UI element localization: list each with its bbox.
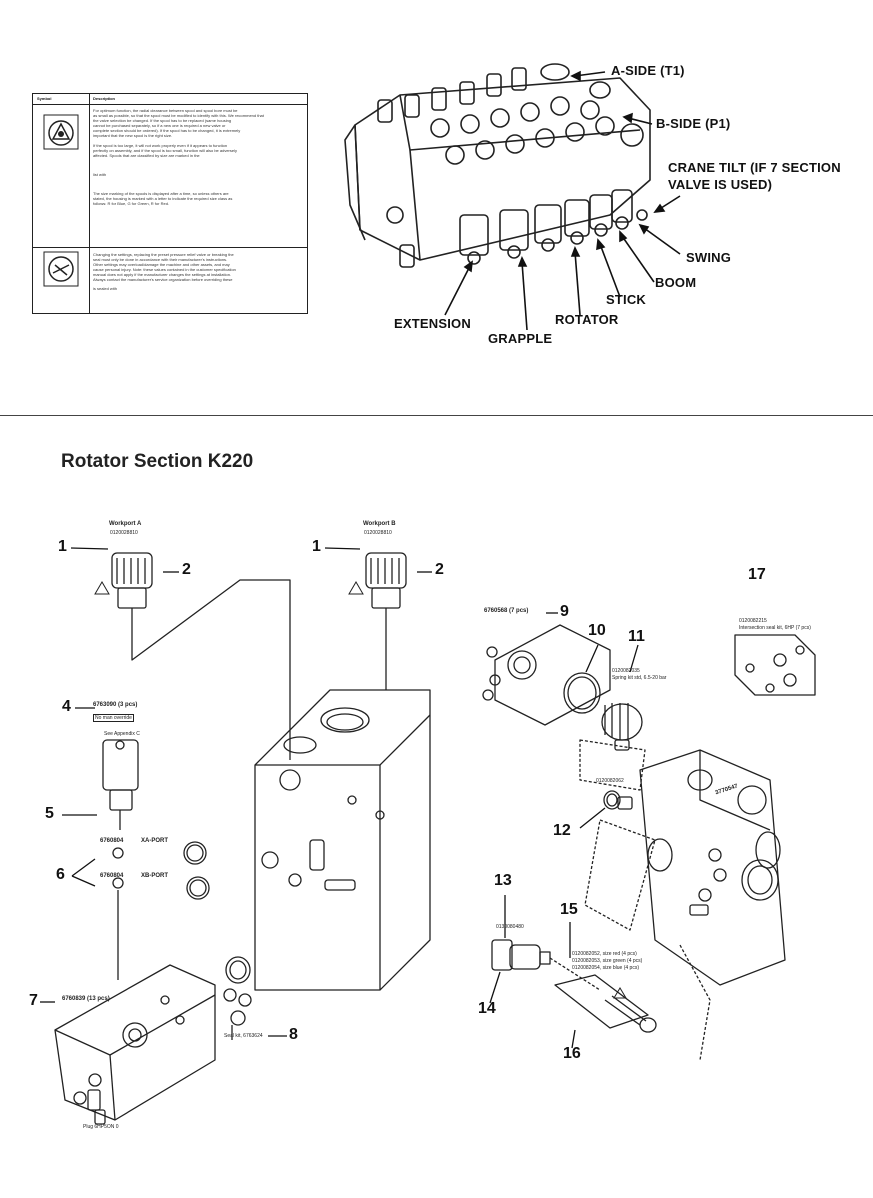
callout-5: 5 xyxy=(45,805,54,822)
callout-1a: 1 xyxy=(58,538,67,555)
label-rotator: ROTATOR xyxy=(555,312,619,327)
pressure-description: Changing the settings, replacing the pre… xyxy=(93,252,236,291)
label-b-side: B-SIDE (P1) xyxy=(656,116,731,131)
pn-17: 0120082215 xyxy=(739,618,767,624)
callout-2b: 2 xyxy=(435,561,444,578)
callout-14: 14 xyxy=(478,1000,496,1017)
callout-8: 8 xyxy=(289,1026,298,1043)
callout-17: 17 xyxy=(748,566,766,583)
pn-11: 0120082035 xyxy=(612,668,640,674)
callout-2a: 2 xyxy=(182,561,191,578)
callout-4: 4 xyxy=(62,698,71,715)
pn-7: 6760839 (13 pcs) xyxy=(62,996,110,1002)
pn-13: 0130080480 xyxy=(496,924,524,930)
xb-port-label: XB-PORT xyxy=(141,873,168,879)
label-crane-tilt-2: VALVE IS USED) xyxy=(668,177,773,192)
callout-15: 15 xyxy=(560,901,578,918)
symbol-table: Symbol Description For optimum function,… xyxy=(32,93,308,314)
valve-block-drawing xyxy=(344,63,681,331)
label-boom: BOOM xyxy=(655,275,697,290)
spool-size-warning-icon xyxy=(43,114,79,150)
section-divider xyxy=(0,415,873,416)
label-stick: STICK xyxy=(606,292,646,307)
label-crane-tilt-1: CRANE TILT (IF 7 SECTION xyxy=(668,160,841,175)
callout-9: 9 xyxy=(560,603,569,620)
label-extension: EXTENSION xyxy=(394,316,471,331)
label-a-side: A-SIDE (T1) xyxy=(611,63,685,78)
spool-description: For optimum function, the radial clearan… xyxy=(93,108,264,206)
symbol-table-header: Symbol Description xyxy=(33,94,307,105)
no-override-box: No man override xyxy=(93,714,134,722)
pilot-a-pn: 6760804 xyxy=(100,838,124,844)
pn-4: 6763090 (3 pcs) xyxy=(93,702,138,708)
seal-kit-8: Seal kit, 6763624 xyxy=(224,1033,263,1039)
pn-11-desc: Spring kit std, 6.5-20 bar xyxy=(612,675,667,681)
pn-15b: 0120082053, size green (4 pcs) xyxy=(572,958,643,964)
callout-6: 6 xyxy=(56,866,65,883)
pn-15c: 0120082054, size blue (4 pcs) xyxy=(572,965,639,971)
label-grapple: GRAPPLE xyxy=(488,331,553,346)
plug-label: Plug 6HP5ON 0 xyxy=(83,1124,119,1130)
pn-9: 6760568 (7 pcs) xyxy=(484,608,529,614)
label-swing: SWING xyxy=(686,250,732,265)
pn-12: 0120082062 xyxy=(596,778,624,784)
pressure-seal-warning-icon xyxy=(43,251,79,287)
callout-11: 11 xyxy=(628,628,645,645)
section-title: Rotator Section K220 xyxy=(61,451,254,472)
header-symbol: Symbol xyxy=(37,96,52,101)
workport-a-label: Workport A xyxy=(109,521,142,527)
callout-16: 16 xyxy=(563,1045,581,1062)
workport-b-pn: 0120028810 xyxy=(364,530,392,536)
see-appendix: See Appendix C xyxy=(104,731,140,737)
callout-12: 12 xyxy=(553,822,571,839)
callout-1b: 1 xyxy=(312,538,321,555)
workport-a-pn: 0120028810 xyxy=(110,530,138,536)
callout-7: 7 xyxy=(29,992,38,1009)
callout-13: 13 xyxy=(494,872,512,889)
callout-10: 10 xyxy=(588,622,606,639)
pilot-b-pn: 6760804 xyxy=(100,873,124,879)
workport-b-label: Workport B xyxy=(363,521,396,527)
header-description: Description xyxy=(93,96,116,101)
column-divider xyxy=(89,94,90,313)
xa-port-label: XA-PORT xyxy=(141,838,168,844)
pn-15a: 0120082052, size red (4 pcs) xyxy=(572,951,637,957)
row-divider xyxy=(33,247,307,248)
pn-17-desc: Intersection seal kit, 6HP (7 pcs) xyxy=(739,625,811,631)
